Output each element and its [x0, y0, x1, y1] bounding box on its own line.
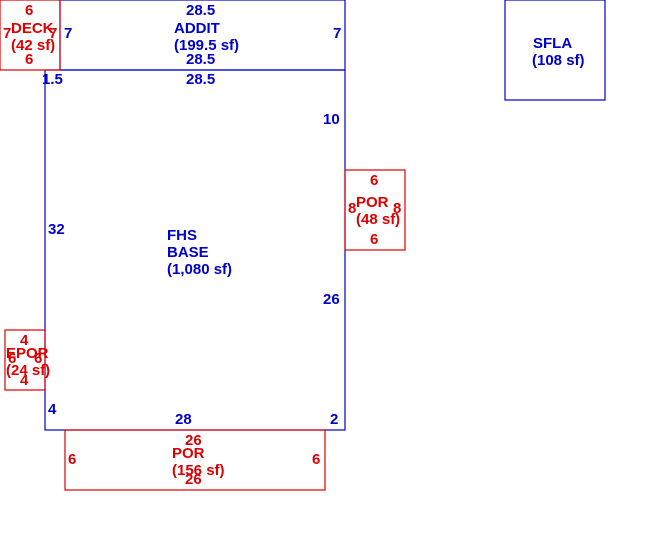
- deck-name: DECK: [11, 20, 54, 37]
- sfla-area: (108 sf): [532, 52, 585, 69]
- base-area: (1,080 sf): [167, 261, 232, 278]
- deck-dim-bottom: 6: [25, 51, 33, 68]
- base-name-line2: BASE: [167, 244, 209, 261]
- por-right-dim-left: 8: [348, 200, 356, 217]
- base-dim-left-bottom: 4: [48, 401, 57, 418]
- por-right-dim-top: 6: [370, 172, 378, 189]
- addit-dim-right: 7: [333, 25, 341, 42]
- base-dim-top: 28.5: [186, 71, 215, 88]
- por-right-dim-bottom: 6: [370, 231, 378, 248]
- por-right-outline: [344, 169, 406, 251]
- deck-area: (42 sf): [11, 37, 55, 54]
- epor-dim-bottom: 4: [20, 372, 29, 389]
- por-bottom-dim-right: 6: [312, 451, 320, 468]
- epor-dim-top: 4: [20, 332, 29, 349]
- por-bottom-dim-bottom: 26: [185, 471, 202, 488]
- addit-name: ADDIT: [174, 20, 220, 37]
- sfla-outline: [504, 0, 606, 101]
- addit-dim-top: 28.5: [186, 2, 215, 19]
- base-dim-right-top: 10: [323, 111, 340, 128]
- deck-outline: [0, 0, 61, 71]
- por-bottom-outline: [64, 429, 326, 491]
- base-name-line1: FHS: [167, 227, 197, 244]
- epor-area: (24 sf): [6, 362, 50, 379]
- base-dim-left-top: 1.5: [42, 71, 63, 88]
- por-right-area: (48 sf): [356, 211, 400, 228]
- por-right-dim-right: 8: [393, 200, 401, 217]
- base-dim-left: 32: [48, 221, 65, 238]
- deck-dim-top: 6: [25, 2, 33, 19]
- base-dim-right: 26: [323, 291, 340, 308]
- epor-outline: [4, 329, 46, 391]
- deck-dim-left: 7: [3, 25, 11, 42]
- base-dim-bottom-right: 2: [330, 411, 338, 428]
- addit-dim-bottom: 28.5: [186, 51, 215, 68]
- por-bottom-name: POR: [172, 445, 205, 462]
- sfla-name: SFLA: [533, 35, 572, 52]
- base-dim-bottom: 28: [175, 411, 192, 428]
- por-bottom-area: (156 sf): [172, 462, 225, 479]
- epor-dim-right: 6: [34, 350, 42, 367]
- epor-dim-left: 6: [8, 350, 16, 367]
- deck-dim-right: 7: [49, 25, 57, 42]
- addit-dim-left: 7: [64, 25, 72, 42]
- addit-area: (199.5 sf): [174, 37, 239, 54]
- por-bottom-dim-left: 6: [68, 451, 76, 468]
- epor-name: EPOR: [6, 345, 49, 362]
- por-bottom-dim-top: 26: [185, 432, 202, 449]
- por-right-name: POR: [356, 194, 389, 211]
